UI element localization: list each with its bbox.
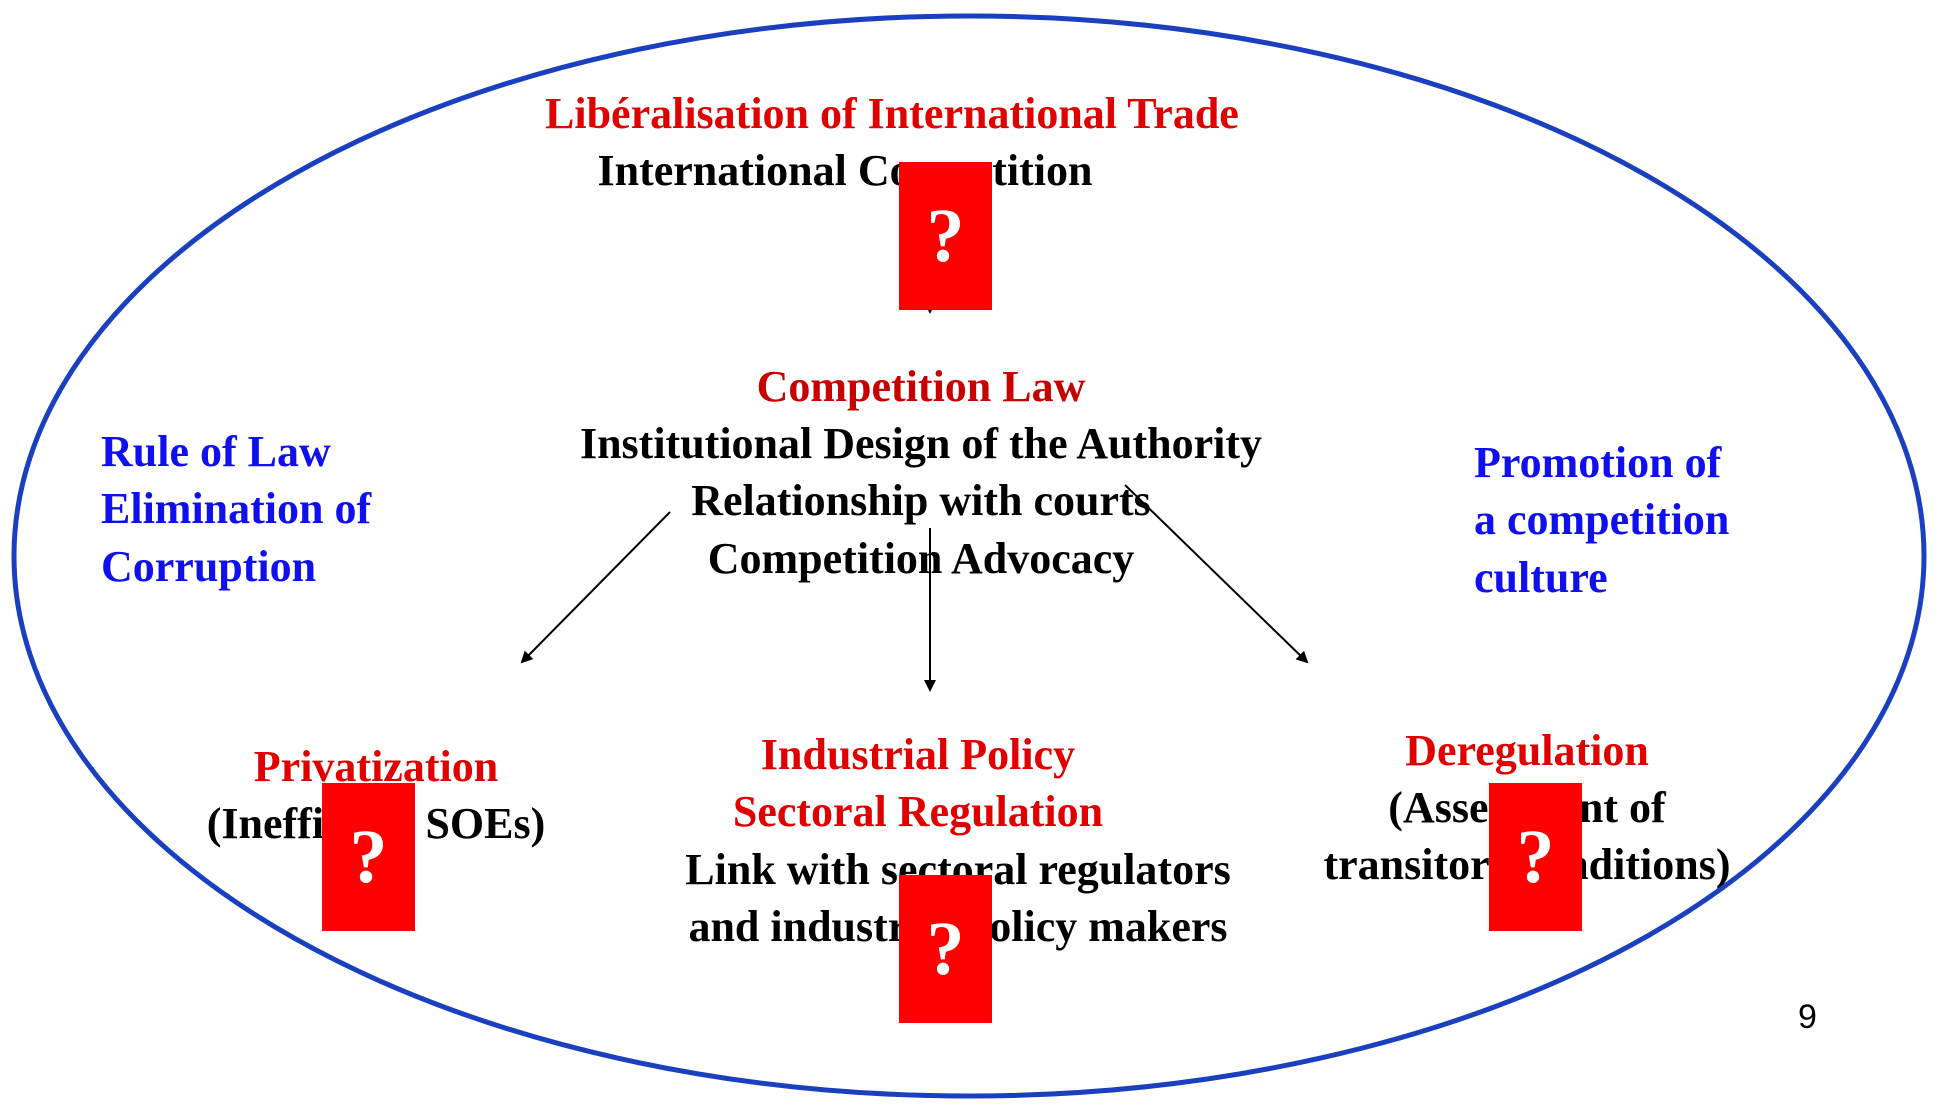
question-box-privatization: ? <box>322 783 415 931</box>
a-competition-label: a competition <box>1474 495 1730 544</box>
enclosing-ellipse <box>11 13 1927 1099</box>
competition-advocacy-label: Competition Advocacy <box>707 534 1135 583</box>
rule-of-law-label: Rule of Law <box>101 427 331 476</box>
page-number: 9 <box>1798 998 1817 1036</box>
promotion-of-label: Promotion of <box>1474 438 1722 487</box>
privatization-title: Privatization <box>253 742 499 791</box>
corruption-label: Corruption <box>101 542 317 591</box>
question-box-industrial: ? <box>899 875 992 1023</box>
arrow-to-deregulation <box>1124 484 1309 664</box>
competition-law-title: Competition Law <box>756 362 1086 411</box>
international-competition-label: International Competition <box>597 146 1093 195</box>
arrow-to-privatization <box>520 511 671 664</box>
elimination-of-label: Elimination of <box>101 484 372 533</box>
trade-liberalisation-title: Libéralisation of International Trade <box>545 89 1239 138</box>
institutional-design-label: Institutional Design of the Authority <box>579 419 1263 468</box>
question-box-trade: ? <box>899 162 992 310</box>
industrial-policy-title: Industrial Policy <box>760 730 1076 779</box>
relationship-courts-label: Relationship with courts <box>691 476 1151 525</box>
culture-label: culture <box>1474 553 1608 602</box>
deregulation-title: Deregulation <box>1405 726 1649 775</box>
question-box-deregulation: ? <box>1489 783 1582 931</box>
sectoral-regulation-title: Sectoral Regulation <box>732 787 1104 836</box>
